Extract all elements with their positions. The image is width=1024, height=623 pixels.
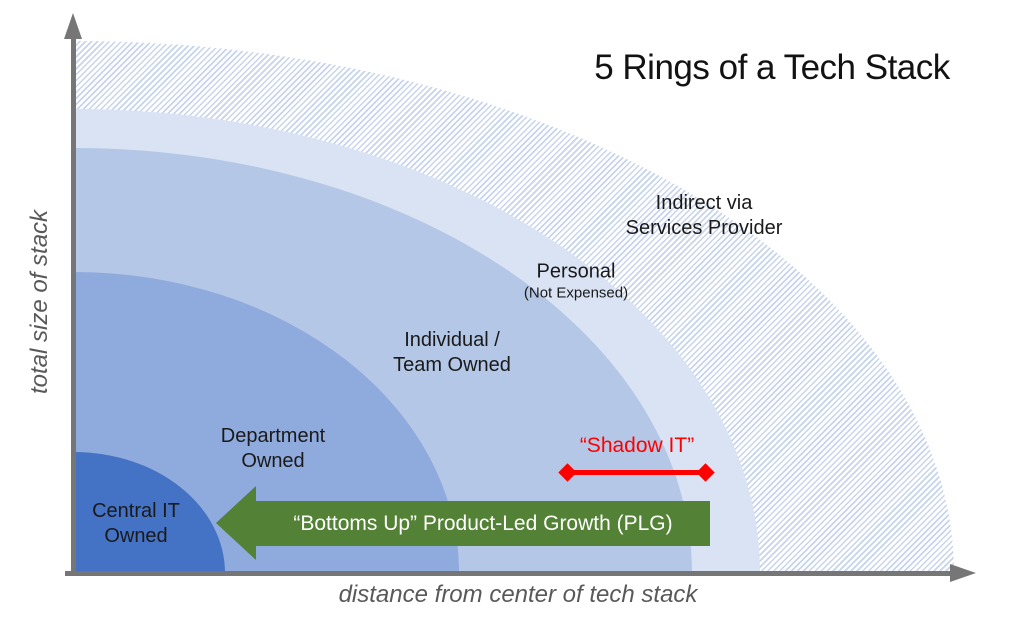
plg-arrow-head-icon xyxy=(216,486,256,560)
x-axis-arrowhead-icon xyxy=(950,564,976,582)
label-line: Team Owned xyxy=(393,354,511,376)
label-line: Owned xyxy=(241,450,305,472)
x-axis-label: distance from center of tech stack xyxy=(338,581,698,608)
label-line: Central IT xyxy=(92,500,180,522)
shadow-it-label: “Shadow IT” xyxy=(579,434,695,457)
label-line: Department xyxy=(220,425,326,447)
shadow-it-arrow-line xyxy=(566,470,707,475)
label-line: Owned xyxy=(104,525,168,547)
label-department-owned: Department Owned xyxy=(221,424,326,474)
label-central-it-owned: Central IT Owned xyxy=(92,499,180,549)
label-individual-team-owned: Individual / Team Owned xyxy=(393,328,511,378)
label-line: Indirect via xyxy=(655,192,753,214)
plot-area xyxy=(74,0,1024,573)
y-axis-label: total size of stack xyxy=(26,209,53,395)
label-indirect-via-services: Indirect via Services Provider xyxy=(626,191,783,241)
label-personal-not-expensed: Personal (Not Expensed) xyxy=(524,260,628,303)
label-line: Services Provider xyxy=(625,217,783,239)
y-axis-line xyxy=(71,30,76,576)
y-axis-arrowhead-icon xyxy=(64,13,82,39)
page-title: 5 Rings of a Tech Stack xyxy=(594,48,950,87)
x-axis-line xyxy=(65,571,952,576)
label-line: Personal xyxy=(536,260,616,283)
plg-arrow-label: “Bottoms Up” Product-Led Growth (PLG) xyxy=(256,501,710,546)
label-line: Individual / xyxy=(404,329,500,351)
label-line: (Not Expensed) xyxy=(523,284,629,302)
